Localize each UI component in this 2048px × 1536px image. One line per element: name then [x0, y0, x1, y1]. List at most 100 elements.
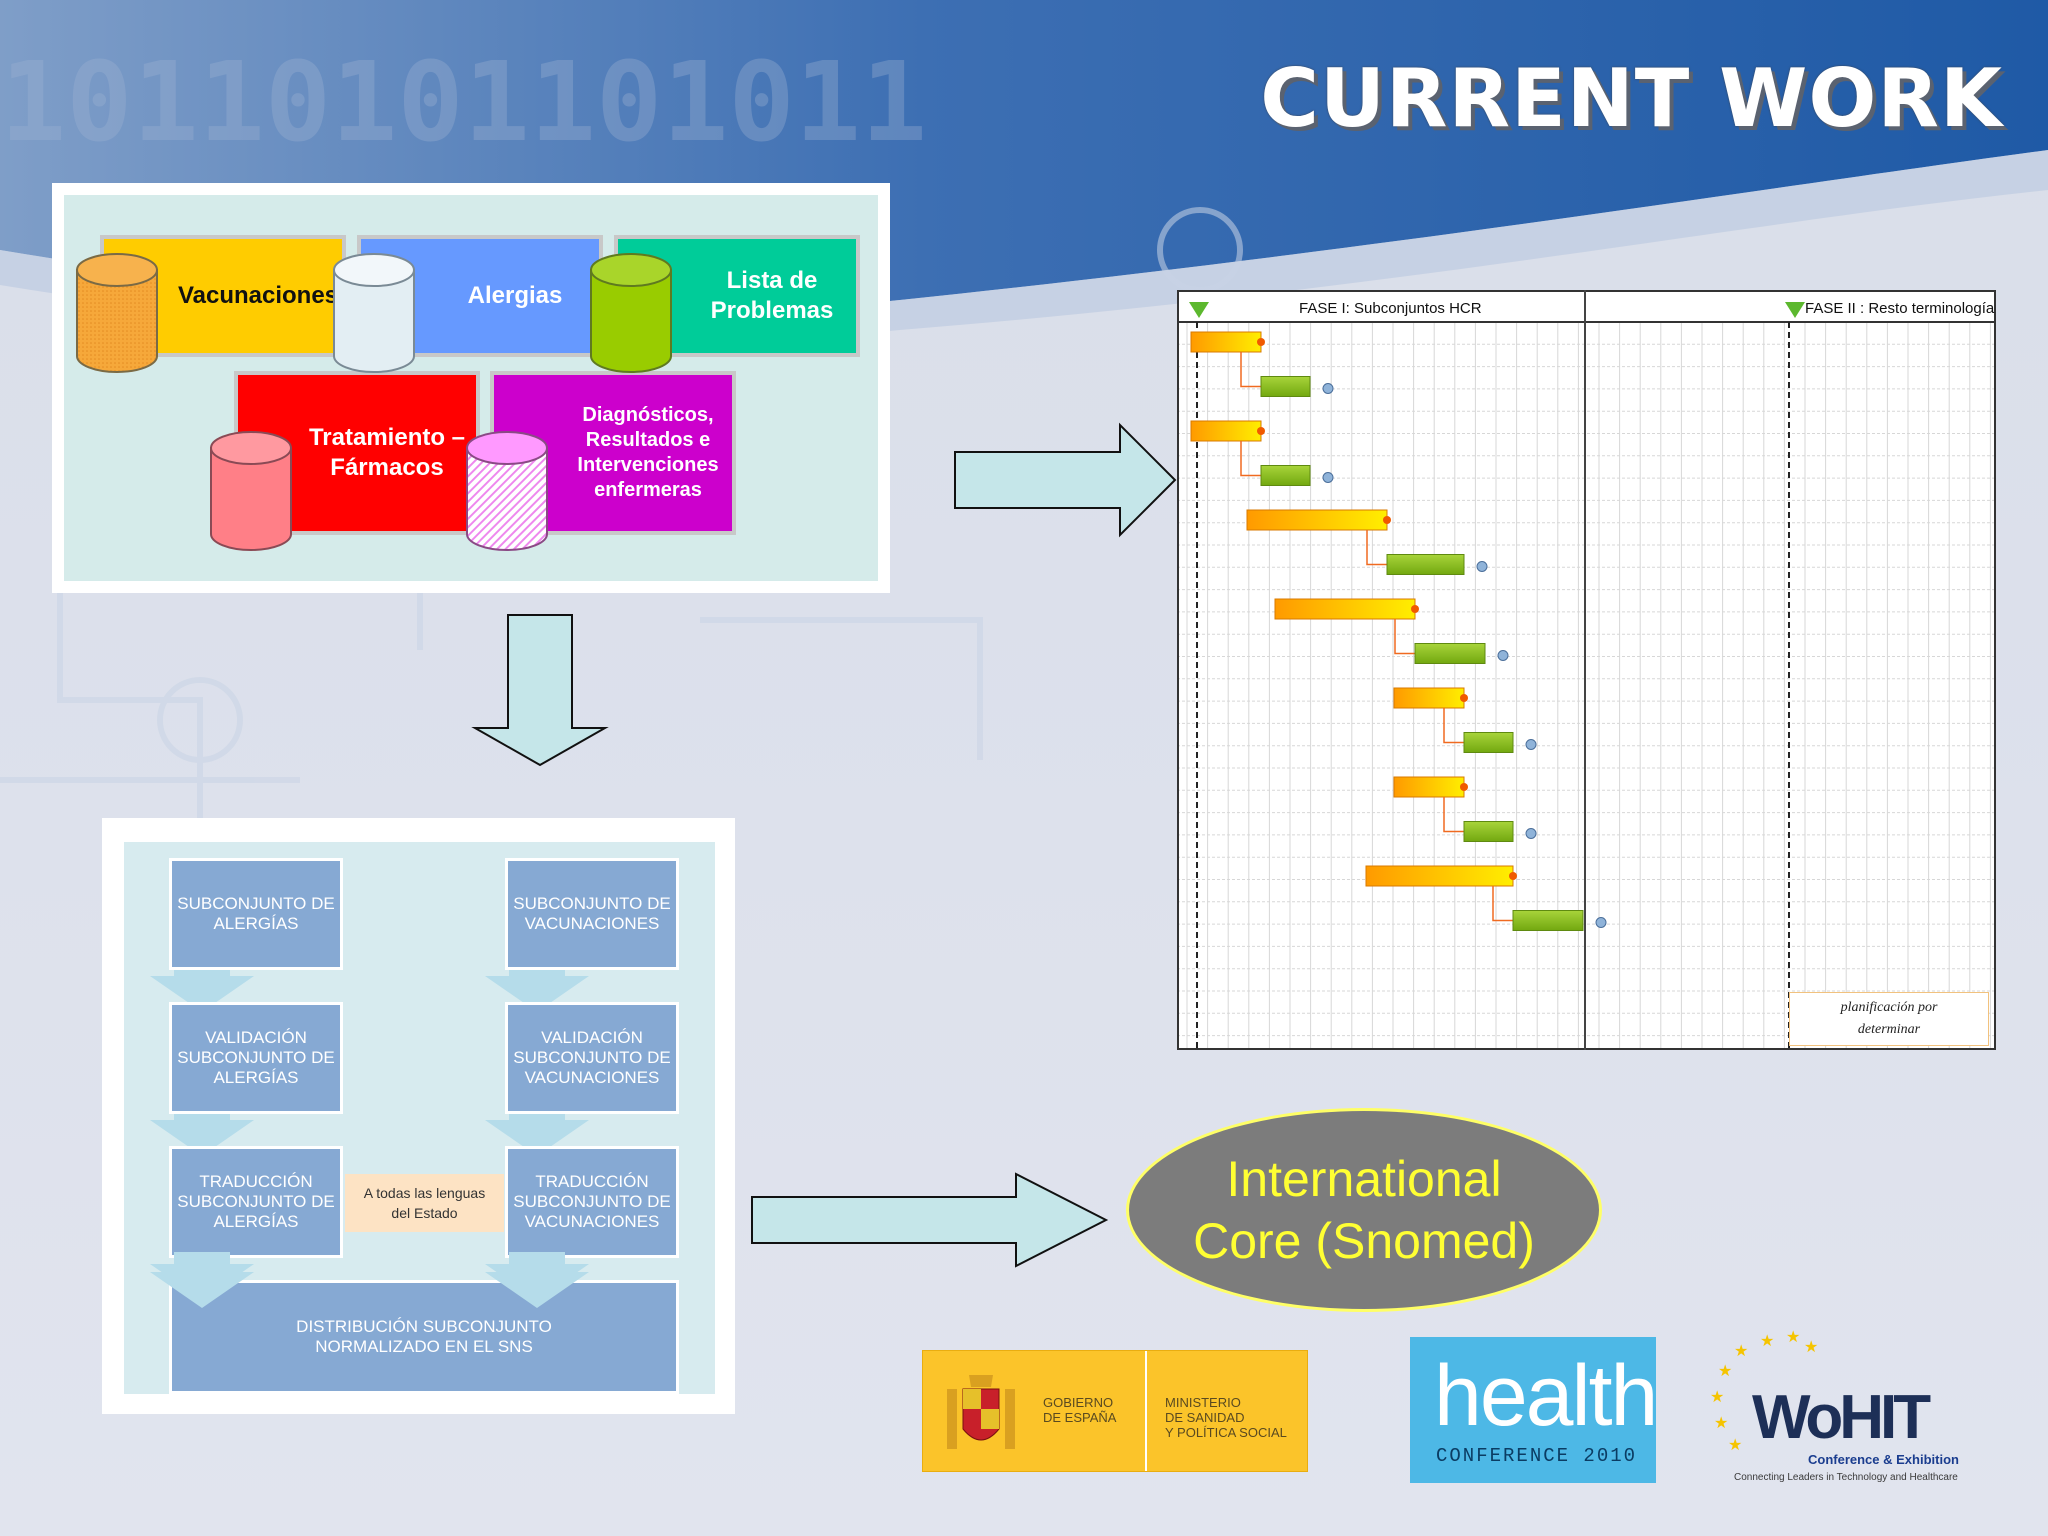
- workflow-vacunaciones-subset: SUBCONJUNTO DE VACUNACIONES: [505, 858, 679, 970]
- gantt-dependency-link: [1492, 886, 1513, 922]
- gantt-task-bar: [1190, 420, 1262, 442]
- gantt-task-marker: [1322, 383, 1334, 394]
- gantt-planning-note-label: planificación por determinar: [1840, 1000, 1938, 1037]
- svg-text:★: ★: [1734, 1341, 1748, 1360]
- gantt-task-bar: [1260, 376, 1311, 397]
- gantt-task-end-dot: [1460, 694, 1468, 702]
- workflow-alergias-subset: SUBCONJUNTO DE ALERGÍAS: [169, 858, 343, 970]
- gantt-dependency-link: [1240, 441, 1261, 477]
- gantt-task-marker: [1595, 917, 1607, 928]
- gantt-dependency-link: [1240, 352, 1261, 388]
- svg-text:★: ★: [1710, 1387, 1724, 1406]
- gantt-task-bar: [1190, 331, 1262, 353]
- workflow-distribution: DISTRIBUCIÓN SUBCONJUNTO NORMALIZADO EN …: [169, 1280, 679, 1394]
- database-icon-vacunaciones: [76, 253, 158, 373]
- slide-title: CURRENT WORK: [1260, 52, 2003, 145]
- gantt-dependency-link: [1443, 797, 1464, 833]
- workflow-alergias-validation-label: VALIDACIÓN SUBCONJUNTO DE ALERGÍAS: [177, 1028, 335, 1087]
- gantt-task-marker: [1322, 472, 1334, 483]
- workflow-alergias-translation: TRADUCCIÓN SUBCONJUNTO DE ALERGÍAS: [169, 1146, 343, 1258]
- database-icon-alergias: [333, 253, 415, 373]
- wohit-logo-tagline: Connecting Leaders in Technology and Hea…: [1734, 1472, 1958, 1483]
- gantt-task-bar: [1246, 509, 1388, 531]
- database-icon-diagnosticos: [466, 431, 548, 551]
- workflow-vacunaciones-subset-label: SUBCONJUNTO DE VACUNACIONES: [513, 894, 671, 933]
- workflow-alergias-validation: VALIDACIÓN SUBCONJUNTO DE ALERGÍAS: [169, 1002, 343, 1114]
- gantt-task-bar: [1393, 687, 1465, 709]
- gantt-task-end-dot: [1383, 516, 1391, 524]
- gantt-grid: [1177, 290, 1996, 1050]
- svg-text:★: ★: [1804, 1337, 1818, 1356]
- gantt-task-end-dot: [1257, 427, 1265, 435]
- health-conference-logo: health CONFERENCE 2010: [1410, 1337, 1658, 1483]
- down-arrow-to-workflow: [471, 614, 609, 767]
- workflow-vacunaciones-validation: VALIDACIÓN SUBCONJUNTO DE VACUNACIONES: [505, 1002, 679, 1114]
- milestone-fase2-icon: [1785, 302, 1805, 318]
- right-arrow-to-core: [751, 1172, 1109, 1268]
- svg-text:★: ★: [1714, 1413, 1728, 1432]
- gantt-task-bar: [1463, 732, 1514, 753]
- gantt-task-bar: [1386, 554, 1465, 575]
- languages-note-label: A todas las lenguas del Estado: [363, 1185, 486, 1221]
- workflow-alergias-subset-label: SUBCONJUNTO DE ALERGÍAS: [177, 894, 335, 933]
- subset-vacunaciones-label: Vacunaciones: [177, 282, 339, 309]
- health-logo-word: health: [1434, 1348, 1658, 1444]
- gantt-chart-canvas: [1177, 290, 1996, 1050]
- workflow-alergias-translation-label: TRADUCCIÓN SUBCONJUNTO DE ALERGÍAS: [177, 1172, 335, 1231]
- gantt-task-end-dot: [1460, 783, 1468, 791]
- workflow-vacunaciones-translation: TRADUCCIÓN SUBCONJUNTO DE VACUNACIONES: [505, 1146, 679, 1258]
- gobierno-espana-logo: GOBIERNO DE ESPAÑA MINISTERIO DE SANIDAD…: [922, 1350, 1308, 1472]
- gantt-dependency-link: [1394, 619, 1415, 655]
- workflow-panel-background: SUBCONJUNTO DE ALERGÍAS VALIDACIÓN SUBCO…: [124, 842, 715, 1394]
- subset-lista-problemas-label: Lista de Problemas: [710, 267, 834, 324]
- gantt-task-end-dot: [1509, 872, 1517, 880]
- international-core-label: International Core (Snomed): [1193, 1151, 1535, 1269]
- svg-text:★: ★: [1718, 1361, 1732, 1380]
- gantt-dependency-link: [1366, 530, 1387, 566]
- database-icon-problemas: [590, 253, 672, 373]
- gantt-phase2-label: FASE II : Resto terminología: [1805, 300, 1995, 317]
- subset-diagnosticos-label: Diagnósticos, Resultados e Intervencione…: [577, 404, 719, 501]
- milestone-fase1-icon: [1189, 302, 1209, 318]
- gantt-chart: FASE I: Subconjuntos HCR FASE II : Resto…: [1177, 290, 1996, 1050]
- gantt-task-marker: [1525, 828, 1537, 839]
- gobierno-label: GOBIERNO DE ESPAÑA: [1043, 1395, 1117, 1425]
- international-core-ellipse: International Core (Snomed): [1126, 1108, 1602, 1312]
- ministerio-label: MINISTERIO DE SANIDAD Y POLÍTICA SOCIAL: [1165, 1395, 1287, 1440]
- health-logo-subtitle: CONFERENCE 2010: [1436, 1445, 1638, 1467]
- gantt-task-bar: [1463, 821, 1514, 842]
- gantt-dependency-link: [1443, 708, 1464, 744]
- gantt-task-end-dot: [1411, 605, 1419, 613]
- svg-text:10110101101011: 10110101101011: [0, 38, 927, 166]
- svg-text:★: ★: [1728, 1435, 1742, 1454]
- gantt-task-bar: [1365, 865, 1514, 887]
- subset-alergias-label: Alergias: [467, 282, 563, 309]
- gantt-task-bar: [1414, 643, 1486, 664]
- gantt-task-marker: [1476, 561, 1488, 572]
- gantt-planning-note: planificación por determinar: [1789, 992, 1989, 1046]
- gantt-bars: [1190, 331, 1607, 931]
- subset-tratamiento-label: Tratamiento – Fármacos: [308, 424, 466, 481]
- gantt-task-marker: [1525, 739, 1537, 750]
- languages-note: A todas las lenguas del Estado: [345, 1174, 504, 1232]
- gantt-task-bar: [1512, 910, 1584, 931]
- svg-text:★: ★: [1786, 1330, 1800, 1346]
- gantt-phase1-label: FASE I: Subconjuntos HCR: [1299, 300, 1482, 317]
- wohit-logo-subtitle: Conference & Exhibition: [1808, 1452, 1959, 1467]
- gantt-task-bar: [1274, 598, 1416, 620]
- gantt-task-marker: [1497, 650, 1509, 661]
- workflow-panel: SUBCONJUNTO DE ALERGÍAS VALIDACIÓN SUBCO…: [102, 818, 735, 1414]
- logo-divider: [1145, 1351, 1147, 1471]
- workflow-vacunaciones-translation-label: TRADUCCIÓN SUBCONJUNTO DE VACUNACIONES: [513, 1172, 671, 1231]
- coat-of-arms-icon: [947, 1375, 1015, 1449]
- gantt-task-bar: [1393, 776, 1465, 798]
- right-arrow-to-gantt: [954, 422, 1177, 538]
- eu-stars-icon: ★★★ ★★★ ★★: [1710, 1330, 1818, 1454]
- workflow-distribution-label: DISTRIBUCIÓN SUBCONJUNTO NORMALIZADO EN …: [296, 1317, 552, 1356]
- gantt-border: [1177, 290, 1996, 1050]
- gantt-task-end-dot: [1257, 338, 1265, 346]
- database-icon-tratamiento: [210, 431, 292, 551]
- svg-text:★: ★: [1760, 1331, 1774, 1350]
- wohit-logo-word: WoHIT: [1752, 1383, 1931, 1452]
- gantt-task-bar: [1260, 465, 1311, 486]
